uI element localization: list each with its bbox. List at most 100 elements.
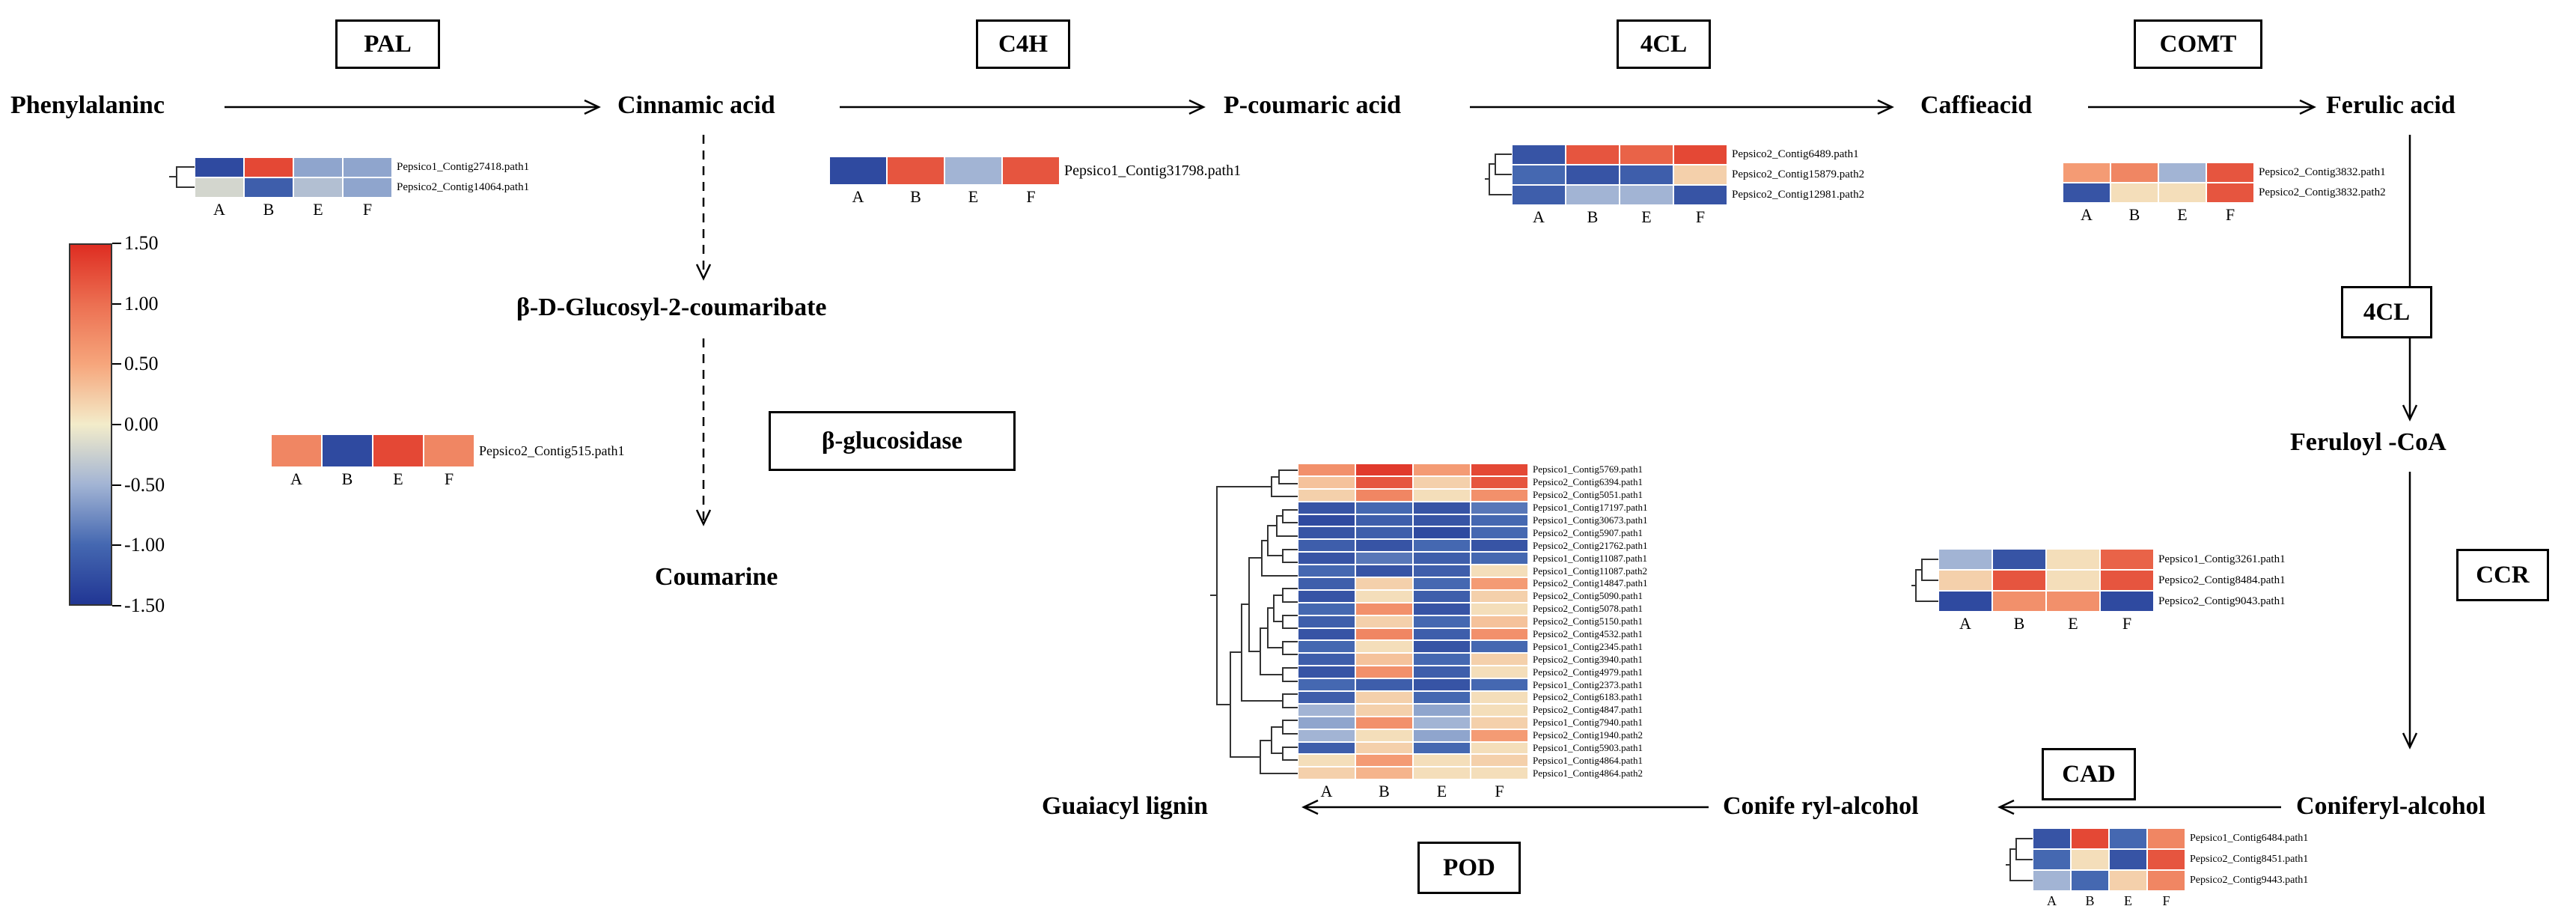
heatmap-row xyxy=(1298,526,1528,540)
heatmap-cell xyxy=(1471,475,1528,489)
heatmap-cell xyxy=(1298,488,1355,502)
heatmap-cell xyxy=(1673,165,1727,185)
heatmap-row xyxy=(1298,666,1528,679)
heatmap-cell xyxy=(2206,183,2254,203)
heatmap-cell xyxy=(1355,602,1413,615)
heatmap-row xyxy=(1298,602,1528,615)
heatmap-cell xyxy=(1471,678,1528,692)
heatmap-row xyxy=(1298,475,1528,489)
heatmap-cell xyxy=(2100,570,2154,591)
heatmap-cell xyxy=(2147,870,2185,891)
heatmap-cell xyxy=(1471,615,1528,628)
heatmap-cell xyxy=(1471,565,1528,578)
legend-tick-mark xyxy=(112,544,121,547)
heatmap-row xyxy=(1298,729,1528,742)
heatmap-cell xyxy=(1355,577,1413,590)
heatmap-col-label: B xyxy=(263,200,275,219)
heatmap-col-label: E xyxy=(1641,207,1652,226)
heatmap-cell xyxy=(343,177,392,198)
heatmap-cell xyxy=(2110,162,2158,183)
heatmap-cell xyxy=(424,434,474,467)
enzyme-box-4cl-2: 4CL xyxy=(2341,286,2432,338)
heatmap-col-label: F xyxy=(444,469,454,488)
heatmap-row-label: Pepsico1_Contig31798.path1 xyxy=(1064,162,1242,179)
heatmap-row-label: Pepsico1_Contig2373.path1 xyxy=(1533,678,1643,690)
heatmap-cell xyxy=(1355,539,1413,553)
heatmap-row-label: Pepsico2_Contig4847.path1 xyxy=(1533,704,1643,716)
heatmap-cell xyxy=(1298,666,1355,679)
heatmap-cell xyxy=(1298,729,1355,742)
heatmap-cell xyxy=(1471,729,1528,742)
heatmap-col-label: A xyxy=(2047,893,2057,908)
heatmap-row-label: Pepsico1_Contig4864.path1 xyxy=(1533,754,1643,766)
heatmap-row xyxy=(1298,501,1528,514)
heatmap-cell xyxy=(2206,162,2254,183)
heatmap-cell xyxy=(1413,703,1471,717)
heatmap-row-label: Pepsico2_Contig5090.path1 xyxy=(1533,590,1643,602)
heatmap-cell xyxy=(373,434,424,467)
compound-p-coumaric-acid: P-coumaric acid xyxy=(1224,91,1401,119)
heatmap-cell xyxy=(1355,501,1413,514)
heatmap-cell xyxy=(1471,666,1528,679)
heatmap-row-label: Pepsico2_Contig6394.path1 xyxy=(1533,476,1643,488)
heatmap-row-label: Pepsico2_Contig9043.path1 xyxy=(2158,595,2286,607)
heatmap-col-label: B xyxy=(1379,782,1390,801)
heatmap-cell xyxy=(1413,488,1471,502)
heatmap-cell xyxy=(2109,870,2147,891)
heatmap-col-label: B xyxy=(2013,614,2025,633)
legend-tick: -0.50 xyxy=(112,474,165,496)
heatmap-cell xyxy=(1471,754,1528,767)
heatmap-row-label: Pepsico2_Contig8484.path1 xyxy=(2158,574,2286,586)
heatmap-cell xyxy=(1413,729,1471,742)
enzyme-label-4cl-2: 4CL xyxy=(2363,298,2411,326)
enzyme-box-cad: CAD xyxy=(2042,748,2136,800)
heatmap-col-label: A xyxy=(2081,205,2093,224)
heatmap-cell xyxy=(2158,162,2206,183)
heatmap-row xyxy=(1512,185,1727,205)
heatmap-row-label: Pepsico2_Contig4532.path1 xyxy=(1533,628,1643,640)
heatmap-col-label: F xyxy=(2162,893,2170,908)
heatmap-cell xyxy=(1471,501,1528,514)
heatmap-row-label: Pepsico1_Contig5903.path1 xyxy=(1533,742,1643,754)
heatmap-cell xyxy=(1298,552,1355,565)
heatmap-row xyxy=(2033,870,2185,891)
heatmap-cell xyxy=(1298,526,1355,540)
heatmap-row xyxy=(1298,488,1528,502)
heatmap-cell xyxy=(1413,475,1471,489)
heatmap-row xyxy=(1298,678,1528,692)
heatmap-cell xyxy=(244,177,293,198)
heatmap-cell xyxy=(2071,870,2109,891)
heatmap-cell xyxy=(1620,165,1673,185)
heatmap-row xyxy=(1938,591,2154,612)
heatmap-cell xyxy=(2046,570,2100,591)
heatmap-cell xyxy=(1298,627,1355,641)
heatmap-row xyxy=(1298,463,1528,476)
heatmap-cell xyxy=(1938,591,1992,612)
heatmap-row xyxy=(2063,162,2254,183)
heatmap-cell xyxy=(1298,703,1355,717)
heatmap-cell xyxy=(2063,183,2110,203)
heatmap-row xyxy=(1298,653,1528,666)
heatmap-cell xyxy=(1413,615,1471,628)
heatmap-row-label: Pepsico1_Contig17197.path1 xyxy=(1533,502,1648,514)
heatmap-row xyxy=(1298,741,1528,755)
heatmap-row-label: Pepsico2_Contig9443.path1 xyxy=(2190,875,2309,886)
heatmap-cell xyxy=(1413,678,1471,692)
legend-tick: 0.50 xyxy=(112,353,159,374)
heatmap-cell xyxy=(1471,514,1528,527)
dendrogram-cad xyxy=(2006,838,2033,881)
heatmap-cell xyxy=(1471,703,1528,717)
heatmap-cell xyxy=(2100,549,2154,570)
heatmap-cell xyxy=(1413,627,1471,641)
enzyme-box-4cl: 4CL xyxy=(1617,19,1711,69)
heatmap-cell xyxy=(1298,716,1355,729)
heatmap-cell xyxy=(1355,767,1413,780)
heatmap-cell xyxy=(1512,145,1566,165)
heatmap-cell xyxy=(1298,475,1355,489)
heatmap-cell xyxy=(293,177,343,198)
heatmap-row-label: Pepsico1_Contig3261.path1 xyxy=(2158,553,2286,565)
heatmap-cell xyxy=(1298,565,1355,578)
legend-tick-label: -1.00 xyxy=(124,534,165,556)
